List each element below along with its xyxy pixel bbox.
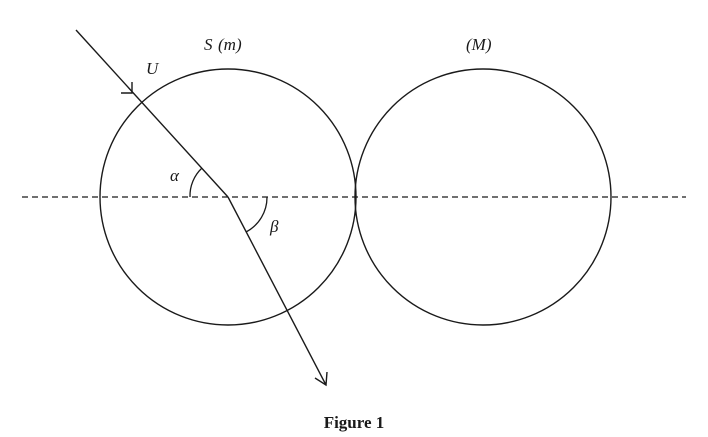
- figure-caption: Figure 1: [324, 413, 385, 432]
- angle-beta-arc: [245, 196, 268, 233]
- label-sphere-m: (M): [466, 35, 492, 54]
- label-velocity-u: U: [146, 59, 160, 78]
- label-angle-beta: β: [269, 217, 279, 236]
- label-sphere-s: S: [204, 35, 213, 54]
- angle-alpha-arc: [189, 167, 203, 198]
- sphere-s-circle: [99, 68, 357, 326]
- sphere-m-circle: [354, 68, 612, 326]
- label-angle-alpha: α: [170, 166, 180, 185]
- outgoing-velocity-line: [227, 196, 327, 386]
- incoming-velocity-line: [75, 29, 229, 198]
- incoming-arrowhead-icon: [121, 82, 133, 94]
- label-sphere-s-mass: (m): [218, 35, 242, 54]
- outgoing-arrowhead-icon: [314, 371, 328, 387]
